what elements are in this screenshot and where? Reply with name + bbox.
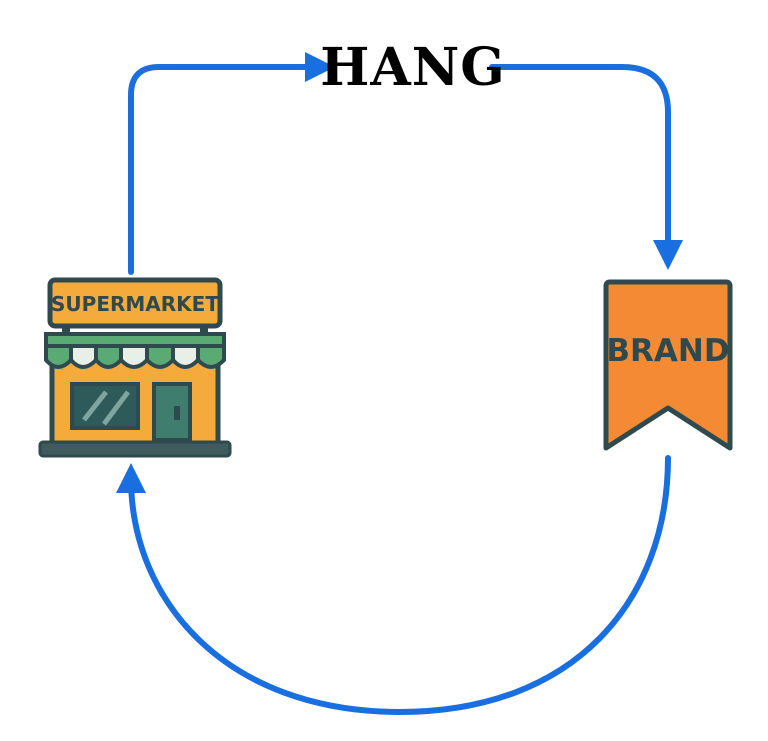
arrow-hang-to-brand <box>489 64 683 270</box>
supermarket-label: SUPERMARKET <box>51 292 219 316</box>
arrow-supermarket-to-hang <box>128 52 335 275</box>
brand-label: BRAND <box>606 333 729 369</box>
supermarket-icon: SUPERMARKET <box>38 277 232 458</box>
hang-label: HANG <box>320 37 505 98</box>
arrow-brand-to-supermarket <box>116 455 671 716</box>
brand-icon: BRAND <box>603 279 733 451</box>
